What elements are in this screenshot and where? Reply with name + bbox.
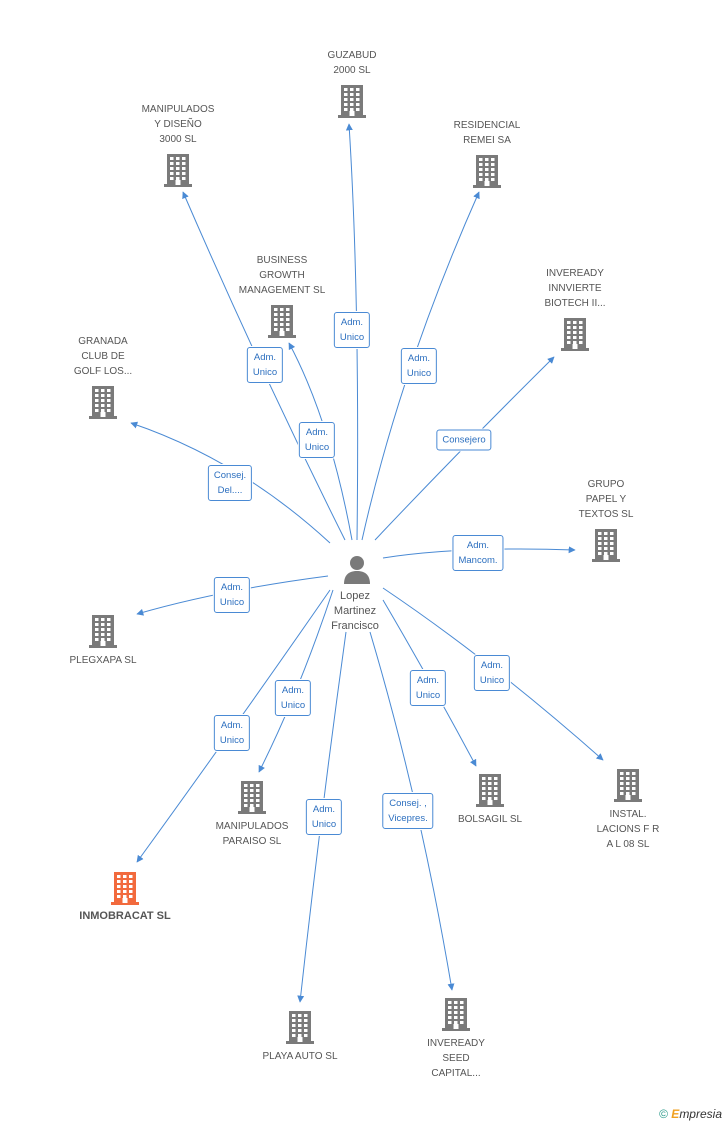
building-icon[interactable] [110,871,140,910]
building-icon[interactable] [88,385,118,424]
company-label-guzabud[interactable]: GUZABUD 2000 SL [327,50,377,76]
relation-label-grupo[interactable]: Adm. Mancom. [452,535,504,571]
relation-label-business[interactable]: Adm. Unico [298,422,336,458]
building-icon[interactable] [285,1010,315,1049]
company-label-inmobracat[interactable]: INMOBRACAT SL [79,910,171,922]
building-icon[interactable] [613,768,643,807]
relation-label-plegxapa[interactable]: Adm. Unico [213,577,251,613]
relation-label-bolsagil[interactable]: Adm. Unico [409,670,447,706]
company-label-granada[interactable]: GRANADA CLUB DE GOLF LOS... [73,336,133,377]
building-icon[interactable] [441,997,471,1036]
company-label-instal[interactable]: INSTAL. LACIONS F R A L 08 SL [596,809,660,850]
building-icon[interactable] [237,780,267,819]
relation-label-manipulados_diseno[interactable]: Adm. Unico [246,347,284,383]
building-icon[interactable] [163,153,193,192]
company-label-manipulados_paraiso[interactable]: MANIPULADOS PARAISO SL [215,821,289,847]
company-label-invereadyseed[interactable]: INVEREADY SEED CAPITAL... [427,1038,485,1079]
person-node[interactable] [341,553,373,585]
relation-label-invereadyinv[interactable]: Consejero [436,429,492,451]
building-icon[interactable] [267,304,297,343]
company-label-invereadyinv[interactable]: INVEREADY INNVIERTE BIOTECH II... [544,268,606,309]
company-label-bolsagil[interactable]: BOLSAGIL SL [457,814,523,825]
building-icon[interactable] [475,773,505,812]
relation-label-invereadyseed[interactable]: Consej. , Vicepres. [382,793,434,829]
building-icon[interactable] [560,317,590,356]
company-label-business[interactable]: BUSINESS GROWTH MANAGEMENT SL [238,255,326,296]
person-icon [344,556,370,584]
relation-label-granada[interactable]: Consej. Del.... [207,465,253,501]
company-label-residencial[interactable]: RESIDENCIAL REMEI SA [453,120,521,146]
footer-brand: © Empresia [659,1107,722,1121]
company-label-manipulados_diseno[interactable]: MANIPULADOS Y DISEÑO 3000 SL [141,104,215,145]
relation-label-manipulados_paraiso[interactable]: Adm. Unico [274,680,312,716]
building-icon[interactable] [88,614,118,653]
relation-label-guzabud[interactable]: Adm. Unico [333,312,371,348]
relation-label-inmobracat[interactable]: Adm. Unico [213,715,251,751]
building-icon[interactable] [591,528,621,567]
copyright-icon: © [659,1107,668,1121]
company-label-playa[interactable]: PLAYA AUTO SL [262,1051,338,1062]
building-icon[interactable] [472,154,502,193]
company-label-grupo[interactable]: GRUPO PAPEL Y TEXTOS SL [578,479,634,520]
company-label-plegxapa[interactable]: PLEGXAPA SL [69,655,137,666]
relation-label-playa[interactable]: Adm. Unico [305,799,343,835]
person-name: Lopez Martinez Francisco [331,590,379,632]
relation-label-residencial[interactable]: Adm. Unico [400,348,438,384]
relation-label-instal[interactable]: Adm. Unico [473,655,511,691]
brand-logo: Empresia [671,1107,722,1121]
building-icon[interactable] [337,84,367,123]
